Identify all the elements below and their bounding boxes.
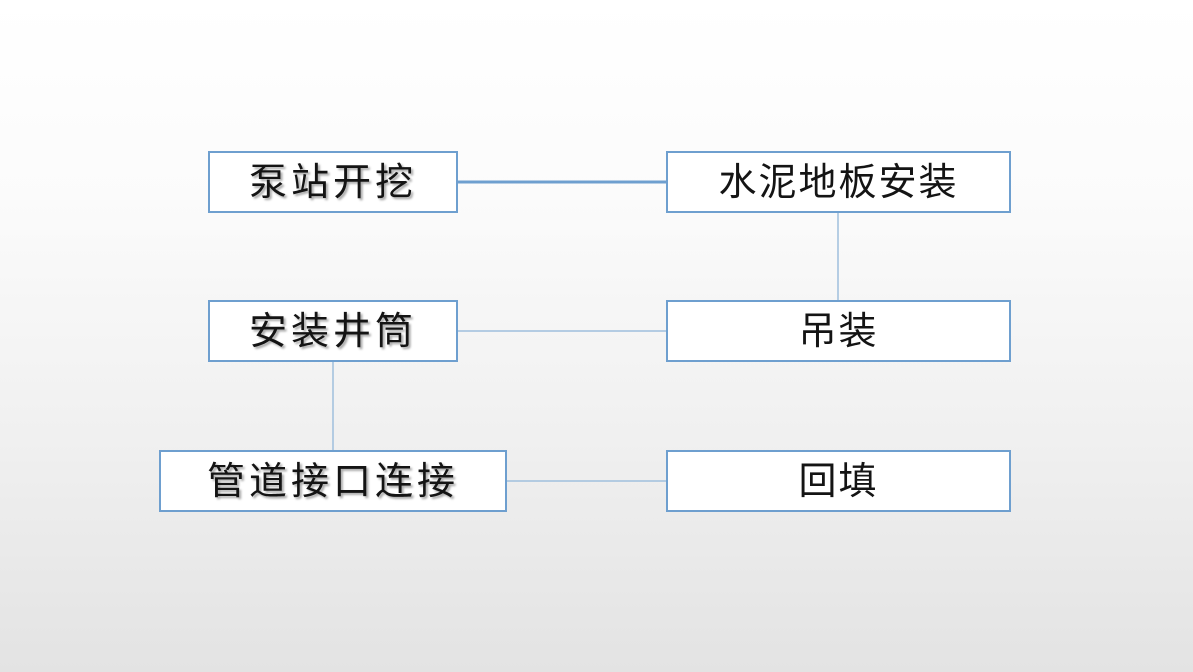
node-label: 泵站开挖 [248, 160, 417, 204]
node-pipe-joint-connection: 管道接口连接 [159, 450, 507, 512]
node-label: 回填 [798, 459, 879, 503]
node-shaft-installation: 安装井筒 [208, 300, 458, 362]
node-label: 管道接口连接 [206, 459, 459, 503]
node-label: 吊装 [798, 309, 879, 353]
node-backfill: 回填 [666, 450, 1011, 512]
node-label: 安装井筒 [248, 309, 417, 353]
node-cement-floor-installation: 水泥地板安装 [666, 151, 1011, 213]
node-hoisting: 吊装 [666, 300, 1011, 362]
node-label: 水泥地板安装 [718, 160, 959, 204]
node-pump-station-excavation: 泵站开挖 [208, 151, 458, 213]
